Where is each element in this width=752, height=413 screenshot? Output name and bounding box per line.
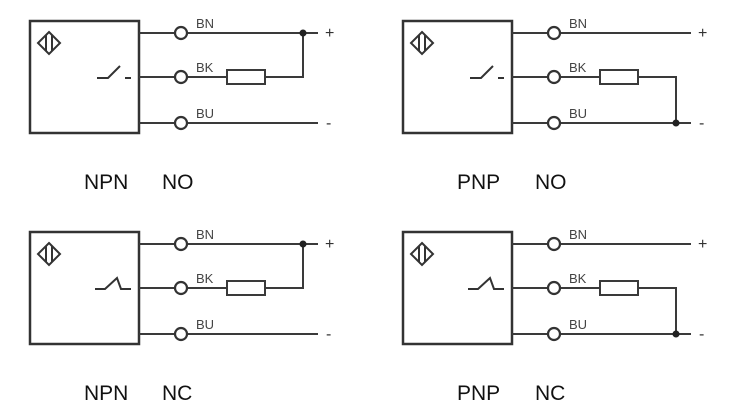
contact-type-label: NC <box>535 382 565 405</box>
terminal-circle-icon <box>173 69 189 85</box>
junction-dot-icon <box>672 330 680 338</box>
sensor-diamond <box>36 30 62 56</box>
terminal-circle-icon <box>173 25 189 41</box>
wire-label-bu: BU <box>196 317 214 332</box>
polarity-minus: - <box>699 326 704 343</box>
terminal-circle-icon <box>173 326 189 342</box>
polarity-minus: - <box>699 115 704 132</box>
proximity-sensor-icon <box>409 30 435 56</box>
diagram-pnp-no: BN BK BU + - PNP NO <box>401 16 707 194</box>
terminal-circle-icon <box>546 25 562 41</box>
switch-contact <box>468 276 504 290</box>
switch-nc-icon <box>468 276 504 290</box>
wire-label-bn: BN <box>569 227 587 242</box>
proximity-sensor-icon <box>36 30 62 56</box>
switch-no-icon <box>470 65 504 79</box>
polarity-plus: + <box>698 25 707 42</box>
proximity-sensor-icon <box>409 241 435 267</box>
terminal-circle-icon <box>546 326 562 342</box>
wire-label-bk: BK <box>569 60 587 75</box>
switch-nc-icon <box>95 276 131 290</box>
switch-contact <box>95 276 131 290</box>
load-return-wire <box>638 287 677 334</box>
switch-no-icon <box>97 65 131 79</box>
wire-label-bu: BU <box>196 106 214 121</box>
junction-dot-icon <box>299 29 307 37</box>
wire-label-bk: BK <box>196 271 214 286</box>
load-return-wire <box>265 33 304 78</box>
diagram-npn-nc: BN BK BU + - NPN NC <box>28 227 334 405</box>
wire-label-bk: BK <box>569 271 587 286</box>
polarity-minus: - <box>326 326 331 343</box>
diagram-pnp-nc: BN BK BU + - PNP NC <box>401 227 707 405</box>
diagram-npn-no: BN BK BU + - NPN NO <box>28 16 334 194</box>
polarity-plus: + <box>325 236 334 253</box>
terminal-circle-icon <box>546 69 562 85</box>
polarity-plus: + <box>325 25 334 42</box>
proximity-sensor-icon <box>36 241 62 267</box>
wire-label-bu: BU <box>569 106 587 121</box>
contact-type-label: NO <box>162 171 194 194</box>
switch-contact <box>470 65 494 79</box>
terminal-circle-icon <box>173 115 189 131</box>
wire-label-bk: BK <box>196 60 214 75</box>
contact-type-label: NC <box>162 382 192 405</box>
terminal-circle-icon <box>173 280 189 296</box>
load-return-wire <box>638 76 677 123</box>
terminal-circle-icon <box>546 236 562 252</box>
terminal-circle-icon <box>173 236 189 252</box>
sensor-body <box>401 19 514 135</box>
terminal-circle-icon <box>546 115 562 131</box>
resistor-load-icon <box>226 69 266 85</box>
polarity-minus: - <box>326 115 331 132</box>
output-type-label: PNP <box>457 171 500 194</box>
sensor-diamond <box>409 241 435 267</box>
terminal-circle-icon <box>546 280 562 296</box>
resistor-load-icon <box>599 69 639 85</box>
wire-label-bu: BU <box>569 317 587 332</box>
load-return-wire <box>265 244 304 289</box>
junction-dot-icon <box>299 240 307 248</box>
wire-label-bn: BN <box>196 16 214 31</box>
contact-type-label: NO <box>535 171 567 194</box>
resistor-load-icon <box>226 280 266 296</box>
junction-dot-icon <box>672 119 680 127</box>
resistor-load-icon <box>599 280 639 296</box>
wire-label-bn: BN <box>196 227 214 242</box>
output-type-label: PNP <box>457 382 500 405</box>
output-type-label: NPN <box>84 382 128 405</box>
sensor-diamond <box>409 30 435 56</box>
wire-label-bn: BN <box>569 16 587 31</box>
polarity-plus: + <box>698 236 707 253</box>
sensor-diamond <box>36 241 62 267</box>
switch-contact <box>97 65 121 79</box>
output-type-label: NPN <box>84 171 128 194</box>
sensor-body <box>28 19 141 135</box>
